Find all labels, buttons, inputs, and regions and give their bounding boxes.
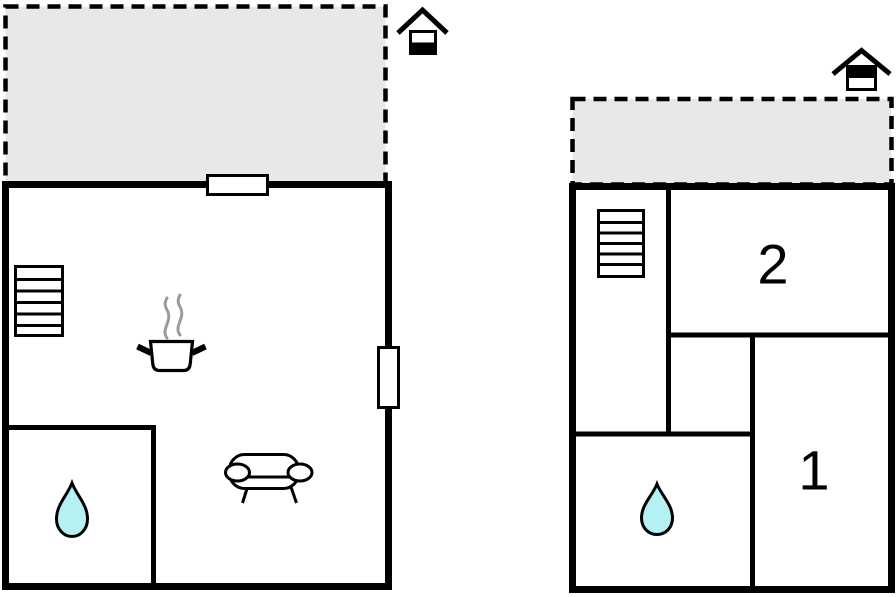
water-drop-icon: [54, 478, 90, 539]
sofa-armrest-right: [286, 462, 314, 483]
house-lower-half-filled-icon: [396, 6, 449, 55]
staircase-icon: [14, 265, 64, 337]
house-upper-half-filled-icon: [831, 47, 892, 91]
sofa-armrest-left: [224, 462, 251, 483]
sofa-icon: [224, 453, 314, 504]
cooking-pot-icon: [136, 293, 207, 373]
ground-floor-terrace: [3, 4, 388, 186]
ground-floor-plan: [2, 4, 449, 590]
room-label-1: 1: [798, 439, 829, 502]
room-label-2: 2: [757, 233, 788, 296]
pot-handle-left: [136, 343, 153, 356]
window: [206, 174, 269, 196]
house-roof: [396, 6, 449, 35]
pot-handle-right: [190, 343, 207, 356]
steam-line: [176, 293, 184, 337]
house-roof: [831, 47, 892, 76]
door: [377, 346, 400, 409]
upper-floor-terrace: [570, 96, 894, 187]
house-lower-half-fill: [409, 42, 437, 55]
steam-line: [163, 296, 171, 340]
water-drop-icon: [639, 479, 675, 537]
upper-floor-plan: 2 1: [569, 47, 895, 593]
staircase-icon: [597, 209, 645, 278]
pot-body: [148, 339, 195, 373]
sofa-leg-right: [289, 486, 298, 504]
house-upper-half-fill: [846, 65, 877, 78]
